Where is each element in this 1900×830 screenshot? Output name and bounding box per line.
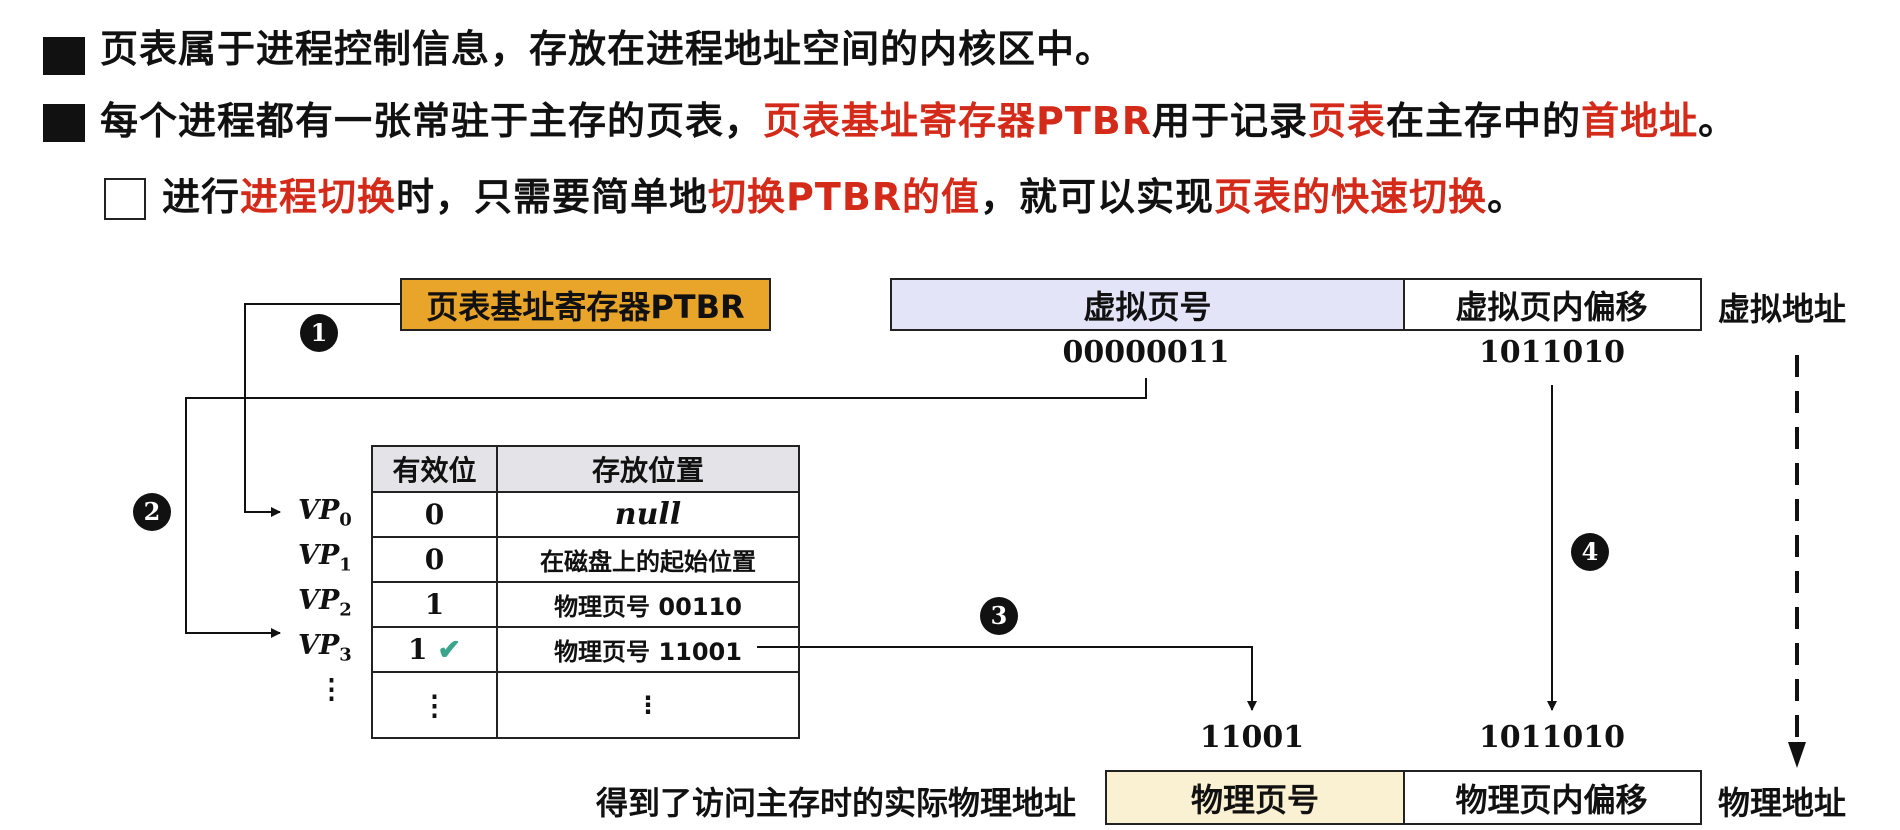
bullet-1: 页表属于进程控制信息，存放在进程地址空间的内核区中。 bbox=[100, 26, 1114, 72]
virtual-page-label: VP2 bbox=[298, 585, 352, 620]
vp-index: 3 bbox=[339, 644, 352, 666]
arrow-ptbr-to-vp0 bbox=[244, 303, 400, 517]
text: ，就可以实现 bbox=[980, 175, 1215, 219]
physical-page-number-field: 物理页号 bbox=[1105, 770, 1405, 825]
virtual-page-number-value: 00000011 bbox=[1062, 335, 1230, 370]
location-cell: 在磁盘上的起始位置 bbox=[496, 536, 800, 583]
header-location: 存放位置 bbox=[496, 445, 800, 493]
label: 虚拟页号 bbox=[1083, 287, 1212, 326]
virtual-page-label: VP1 bbox=[298, 540, 352, 575]
physical-page-number-value: 11001 bbox=[1199, 720, 1305, 755]
physical-address-label: 物理地址 bbox=[1718, 784, 1847, 822]
ptbr-register: 页表基址寄存器PTBR bbox=[400, 278, 771, 331]
valid-bit: 0 bbox=[424, 543, 445, 576]
virtual-offset-value: 1011010 bbox=[1478, 335, 1626, 370]
text: 用于记录 bbox=[1152, 99, 1309, 143]
text: 。 bbox=[1698, 99, 1738, 143]
highlight: 页表 bbox=[1308, 99, 1387, 143]
location-cell: ⋮ bbox=[496, 671, 800, 739]
ptbr-label: 页表基址寄存器PTBR bbox=[426, 287, 745, 326]
table-header-row: 有效位 存放位置 bbox=[371, 445, 800, 493]
virtual-offset-field: 虚拟页内偏移 bbox=[1403, 278, 1702, 331]
highlight: 切换PTBR的值 bbox=[708, 175, 981, 219]
step-2-circle: 2 bbox=[133, 493, 171, 531]
table-row: 1✔ 物理页号 11001 bbox=[371, 626, 800, 673]
arrow-vpn-to-vp3 bbox=[185, 378, 1147, 638]
valid-bit-cell: 0 bbox=[371, 491, 498, 538]
bullet-3: 进行进程切换时，只需要简单地切换PTBR的值，就可以实现页表的快速切换。 bbox=[162, 174, 1526, 220]
location-cell: 物理页号 00110 bbox=[496, 581, 800, 628]
vp-text: VP bbox=[298, 630, 340, 661]
label: 物理页内偏移 bbox=[1455, 780, 1648, 819]
vp-index: 0 bbox=[339, 509, 352, 531]
label: 虚拟页内偏移 bbox=[1455, 287, 1648, 326]
valid-bit-cell: 1 bbox=[371, 581, 498, 628]
label: 物理页号 bbox=[1190, 780, 1319, 819]
vp-text: ⋮ bbox=[318, 674, 345, 705]
table-row: 0 在磁盘上的起始位置 bbox=[371, 536, 800, 583]
step-1-circle: 1 bbox=[300, 314, 338, 352]
text: 时，只需要简单地 bbox=[396, 175, 709, 219]
table-row: 0 null bbox=[371, 491, 800, 538]
bullet-square-filled bbox=[43, 37, 85, 75]
highlight: 首地址 bbox=[1581, 99, 1699, 143]
text: 。 bbox=[1487, 175, 1527, 219]
vp-text: VP bbox=[298, 540, 340, 571]
arrow-frame-to-physical bbox=[757, 646, 1257, 711]
virtual-page-label: VP3 bbox=[298, 630, 352, 665]
virtual-address-label: 虚拟地址 bbox=[1718, 290, 1847, 328]
bullet-square-filled bbox=[43, 104, 85, 142]
highlight: 页表的快速切换 bbox=[1214, 175, 1488, 219]
physical-address-caption: 得到了访问主存时的实际物理地址 bbox=[595, 784, 1076, 822]
vp-index: 1 bbox=[339, 554, 352, 576]
check-icon: ✔ bbox=[437, 633, 461, 666]
virtual-page-label: VP0 bbox=[298, 495, 352, 530]
table-row: 1 物理页号 00110 bbox=[371, 581, 800, 628]
physical-offset-field: 物理页内偏移 bbox=[1403, 770, 1702, 825]
text: 页表属于进程控制信息，存放在进程地址空间的内核区中。 bbox=[100, 27, 1115, 71]
table-row: ⋮ ⋮ bbox=[371, 671, 800, 739]
location-cell: null bbox=[496, 491, 800, 538]
vp-index: 2 bbox=[339, 599, 352, 621]
valid-bit-cell: 0 bbox=[371, 536, 498, 583]
header-valid-bit: 有效位 bbox=[371, 445, 498, 493]
valid-bit: ⋮ bbox=[420, 688, 449, 722]
valid-bit: 1 bbox=[408, 633, 428, 666]
physical-offset-value: 1011010 bbox=[1478, 720, 1626, 755]
vp-text: VP bbox=[298, 495, 340, 526]
text: 在主存中的 bbox=[1386, 99, 1582, 143]
vp-text: VP bbox=[298, 585, 340, 616]
virtual-page-number-field: 虚拟页号 bbox=[890, 278, 1405, 331]
bullet-square-empty bbox=[104, 178, 146, 220]
bullet-2: 每个进程都有一张常驻于主存的页表，页表基址寄存器PTBR用于记录页表在主存中的首… bbox=[100, 98, 1737, 144]
highlight: 进程切换 bbox=[240, 175, 397, 219]
valid-bit-cell: ⋮ bbox=[371, 671, 498, 739]
step-3-circle: 3 bbox=[980, 597, 1018, 635]
location-cell: 物理页号 11001 bbox=[496, 626, 800, 673]
virtual-page-label: ⋮ bbox=[318, 674, 345, 709]
valid-bit-cell: 1✔ bbox=[371, 626, 498, 673]
text: 每个进程都有一张常驻于主存的页表， bbox=[100, 99, 764, 143]
highlight: 页表基址寄存器PTBR bbox=[763, 99, 1153, 143]
text: 进行 bbox=[162, 175, 241, 219]
step-4-circle: 4 bbox=[1571, 533, 1609, 571]
valid-bit: 0 bbox=[424, 498, 445, 531]
valid-bit: 1 bbox=[424, 588, 445, 621]
